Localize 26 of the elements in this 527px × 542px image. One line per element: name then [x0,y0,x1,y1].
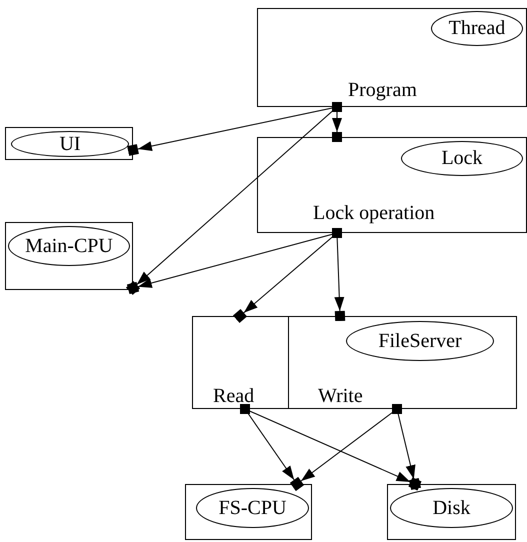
rectangle-node [5,222,133,290]
ellipse-node [401,141,523,176]
rectangle-node [288,316,517,409]
ellipse-node [390,488,513,528]
rectangle-node [387,484,516,540]
ellipse-node [431,11,523,46]
rectangle-node [257,8,527,107]
ellipse-node [8,226,130,266]
node-label: Lock operation [313,202,435,224]
node-label: Read [213,385,254,407]
node-label: Disk [432,496,470,520]
node-label: Thread [448,17,506,40]
node-label: Write [318,385,363,407]
rectangle-node [185,484,312,540]
node-label: Lock [441,147,483,170]
rectangle-node [257,137,527,233]
rectangle-node [5,127,133,160]
ellipse-node [346,321,494,361]
node-label: Main-CPU [25,234,113,258]
ellipse-node [11,131,129,157]
rectangle-node [192,316,289,409]
node-label: FileServer [378,330,462,352]
node-label: Program [348,79,417,101]
node-label: FS-CPU [218,496,286,520]
ellipse-node [196,488,309,528]
node-label: UI [59,132,81,156]
